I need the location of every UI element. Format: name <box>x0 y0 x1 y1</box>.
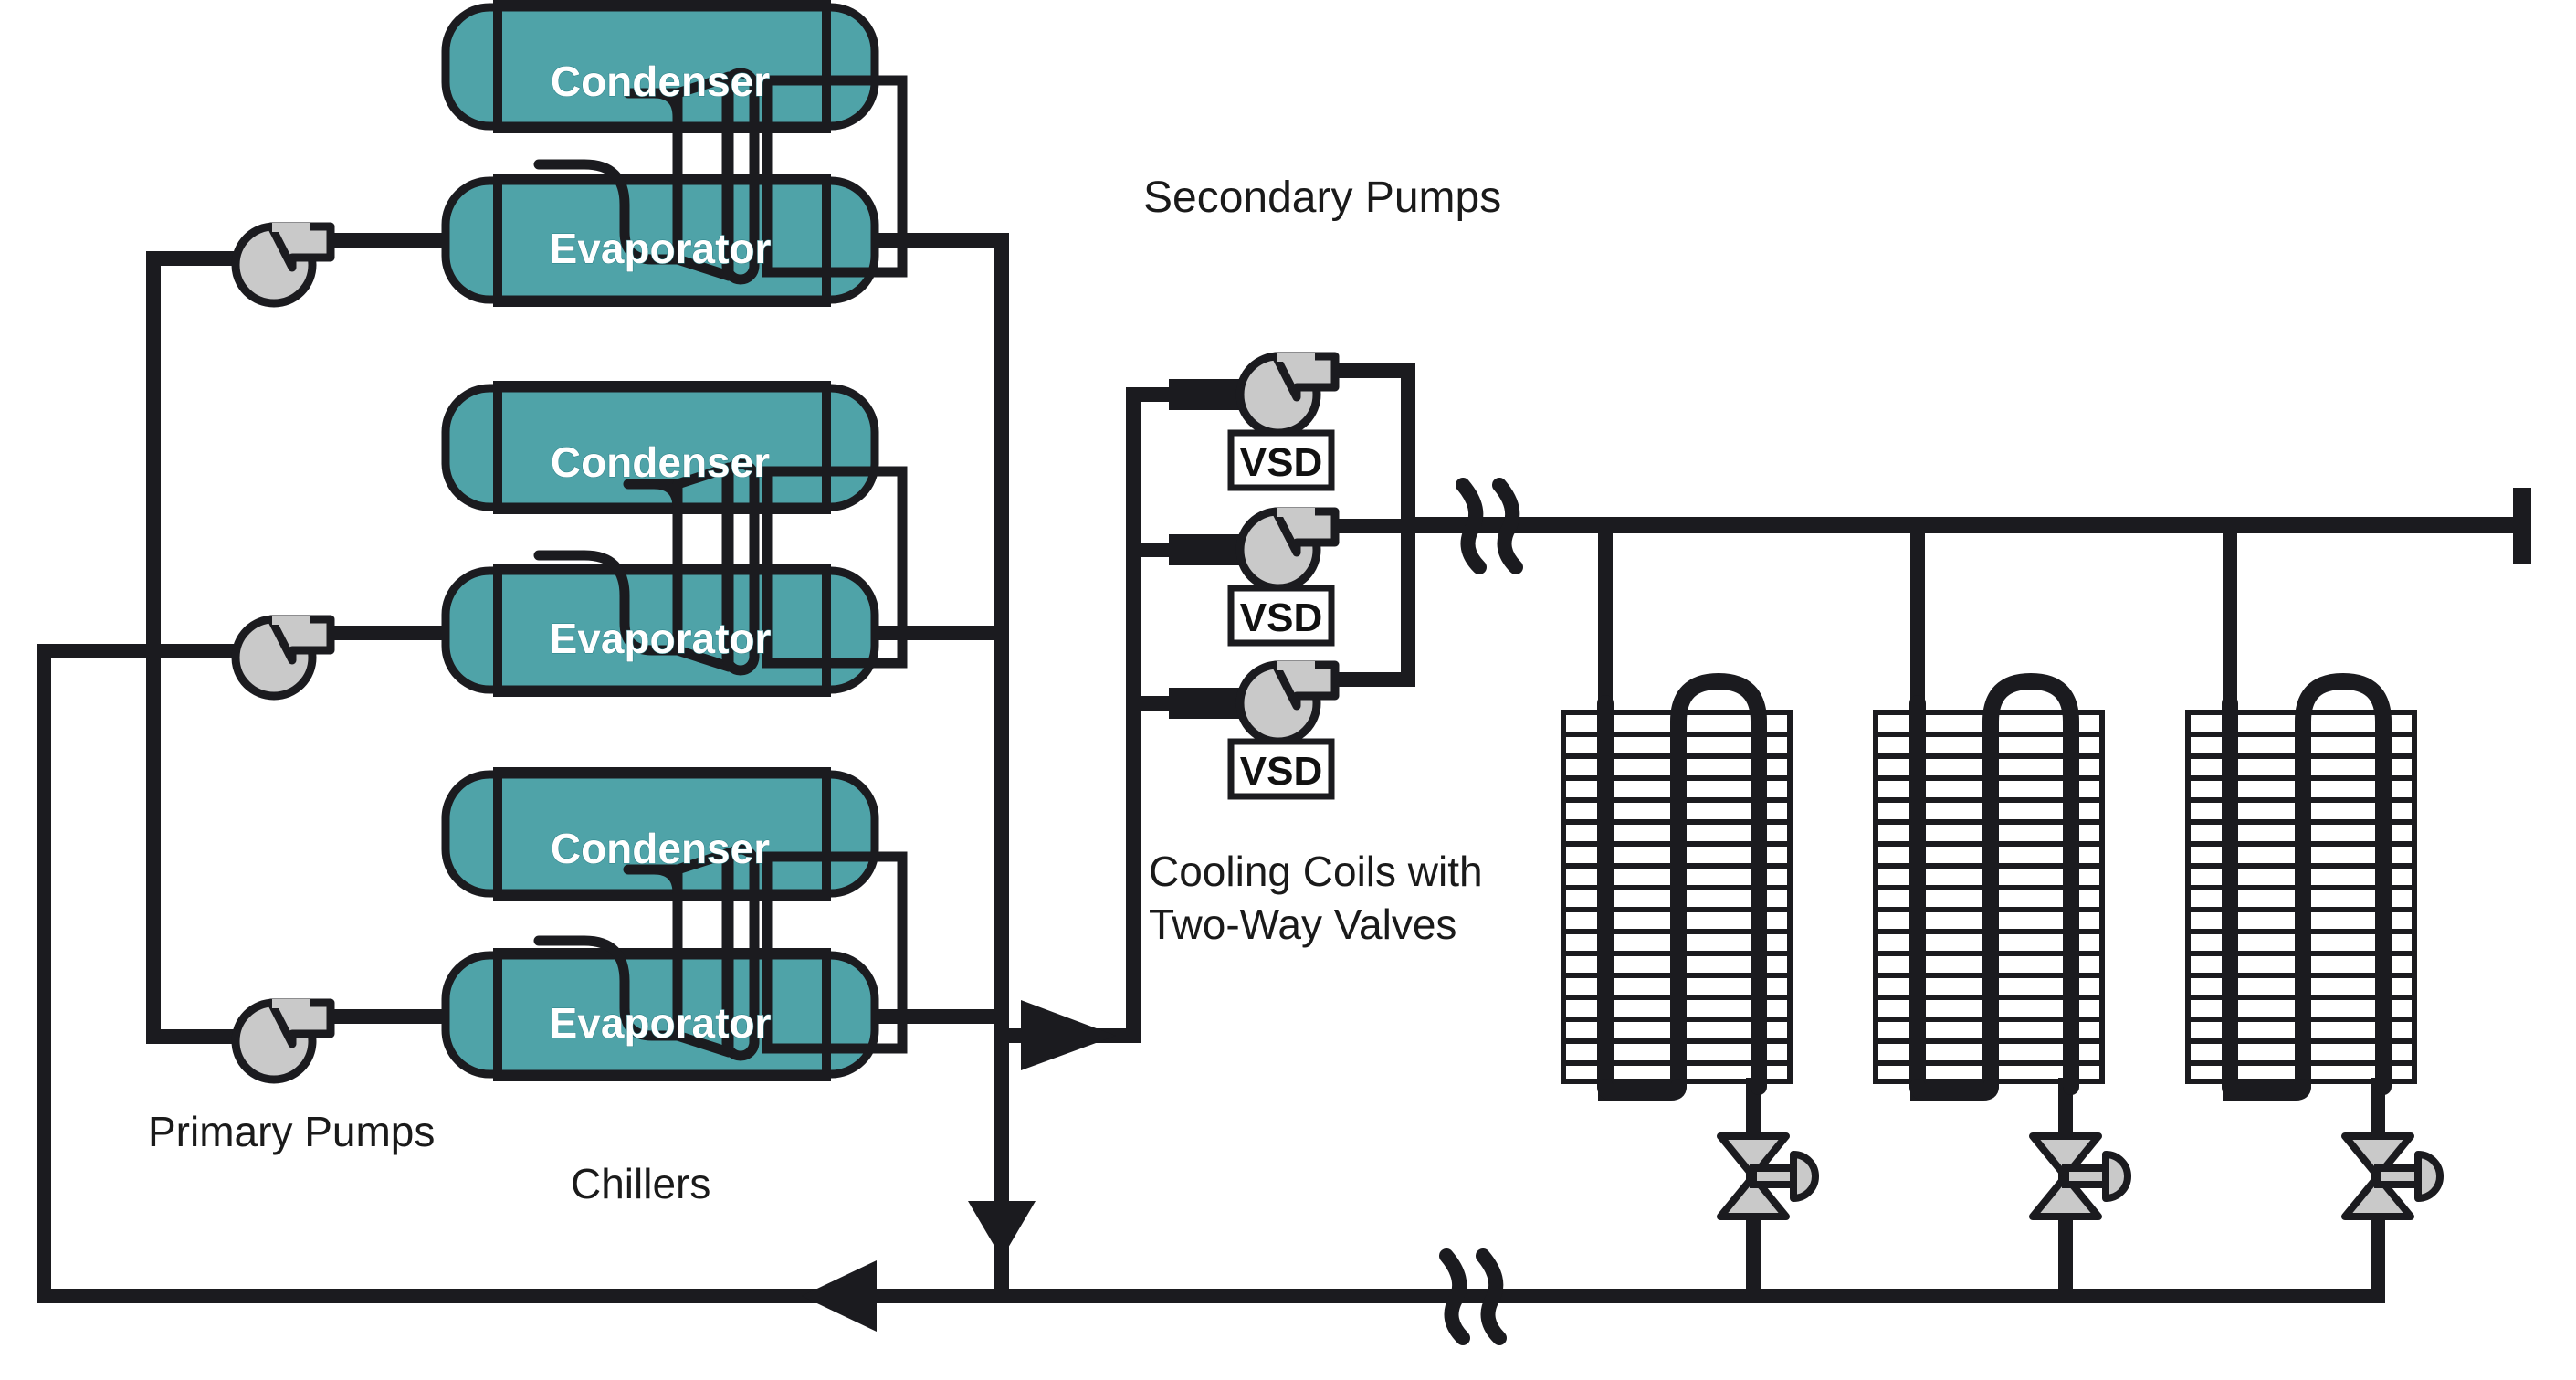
pump-1-suction-branch <box>146 251 247 266</box>
two-way-valve-1[interactable] <box>1720 1136 1815 1217</box>
chiller-3-evaporator-label: Evaporator <box>550 999 772 1047</box>
pump-2-suction-branch <box>146 644 247 658</box>
chiller-2[interactable]: Condenser Evaporator <box>446 381 902 697</box>
coil-3-tube <box>2222 672 2392 1095</box>
return-main-left-riser <box>37 644 51 1303</box>
secondary-pump-2[interactable] <box>1240 511 1335 588</box>
cooling-coils-label-line2: Two-Way Valves <box>1149 901 1456 948</box>
primary-pumps-label: Primary Pumps <box>148 1108 435 1155</box>
primary-supply-riser <box>994 233 1009 1037</box>
coil-1-tube <box>1597 672 1767 1095</box>
vsd-3-label: VSD <box>1240 749 1322 794</box>
secondary-pump-bank: VSD VSD VSD <box>1227 356 1335 800</box>
vsd-3-box <box>1227 738 1335 800</box>
coil-1-return-bend <box>1597 1079 1687 1101</box>
primary-pump-1[interactable] <box>236 226 331 303</box>
supply-arrow-right <box>1021 1000 1116 1070</box>
cooling-coils-label-line1: Cooling Coils with <box>1149 848 1483 895</box>
primary-pump-2[interactable] <box>236 619 331 696</box>
supply-main-pipe <box>1401 517 2524 533</box>
secondary-pumps-label: Secondary Pumps <box>1143 174 1501 222</box>
return-main-bottom <box>37 1289 1498 1303</box>
coil-2-tube <box>1909 672 2079 1095</box>
cooling-coil-3[interactable] <box>2185 672 2440 1217</box>
primary-pump-bank <box>236 226 331 1080</box>
pump-2-discharge-pipe <box>301 626 447 640</box>
bypass-leg <box>994 1009 1009 1303</box>
chiller-3[interactable]: Condenser Evaporator <box>446 767 902 1081</box>
chiller-3-condenser-label: Condenser <box>551 825 770 872</box>
primary-loop-pipes <box>37 233 1498 1303</box>
vsd-2[interactable]: VSD <box>1227 585 1335 647</box>
secondary-suction-riser <box>1126 387 1141 1043</box>
chiller-bank: Condenser Evaporator Condenser Evaporato… <box>446 0 902 1081</box>
secondary-pump-1[interactable] <box>1240 356 1335 433</box>
coil-2-return-bend <box>1909 1079 1999 1101</box>
return-arrow-left <box>802 1260 877 1332</box>
vsd-2-label: VSD <box>1240 595 1322 640</box>
return-to-suction-branch <box>37 644 155 658</box>
return-main-right <box>1425 1289 2385 1303</box>
vsd-1-label: VSD <box>1240 440 1322 485</box>
cooling-coil-bank <box>1561 672 2440 1217</box>
evap-3-outlet-pipe <box>872 1009 1009 1024</box>
secondary-pump-3[interactable] <box>1240 665 1335 742</box>
pump-3-suction-branch <box>146 1029 247 1044</box>
chiller-2-evaporator-label: Evaporator <box>550 615 772 662</box>
supply-main-header <box>1401 488 2531 1101</box>
bypass-arrow-down <box>968 1201 1036 1259</box>
two-way-valve-3[interactable] <box>2345 1136 2440 1217</box>
pump-1-discharge-pipe <box>301 233 447 248</box>
vsd-2-box <box>1227 585 1335 647</box>
cooling-coil-1[interactable] <box>1561 672 1815 1217</box>
chiller-1-condenser-label: Condenser <box>551 58 770 105</box>
chiller-2-condenser-label: Condenser <box>551 438 770 486</box>
vsd-1[interactable]: VSD <box>1227 429 1335 491</box>
vsd-1-box <box>1227 429 1335 491</box>
cooling-coil-2[interactable] <box>1873 672 2128 1217</box>
chillers-label: Chillers <box>571 1160 710 1207</box>
diagram-labels: Secondary Pumps Cooling Coils with Two-W… <box>148 174 1501 1207</box>
evap-1-outlet-pipe <box>872 233 1009 248</box>
evap-2-outlet-pipe <box>872 626 1009 640</box>
chiller-1-evaporator-label: Evaporator <box>550 225 772 272</box>
supply-main-end-cap <box>2513 488 2531 564</box>
chiller-1[interactable]: Condenser Evaporator <box>446 0 902 307</box>
coil-return-legs <box>1425 1078 2385 1303</box>
vsd-3[interactable]: VSD <box>1227 738 1335 800</box>
two-way-valve-2[interactable] <box>2033 1136 2128 1217</box>
coil-3-return-bend <box>2222 1079 2311 1101</box>
flow-arrows <box>802 1000 1116 1332</box>
primary-pump-3[interactable] <box>236 1003 331 1080</box>
pump-3-discharge-pipe <box>301 1009 447 1024</box>
